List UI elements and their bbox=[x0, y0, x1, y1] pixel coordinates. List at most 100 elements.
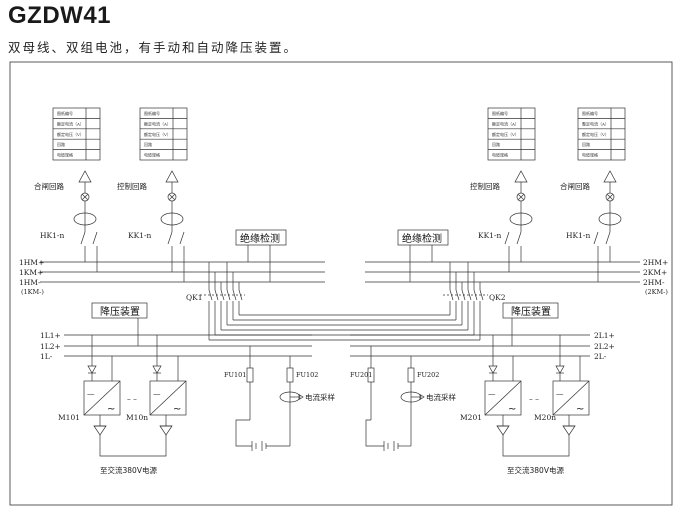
label-m201: M201 bbox=[460, 413, 482, 422]
panel-c-row-4: 回路 bbox=[492, 141, 500, 147]
label-fu102: FU102 bbox=[296, 371, 318, 379]
m101-tilde: ~ bbox=[107, 404, 115, 415]
insulation-label-right: 绝缘检测 bbox=[402, 232, 442, 245]
module-dash-right: – – bbox=[529, 394, 539, 403]
bus-l-right bbox=[350, 334, 590, 357]
feeder-branch-3 bbox=[504, 170, 533, 272]
qk2-switch-group bbox=[443, 262, 488, 340]
bus-label-2hm-minus: 2HM- bbox=[643, 278, 665, 287]
label-qk1: QK1 bbox=[186, 293, 203, 302]
panel-b-row-1: 图纸编号 bbox=[144, 110, 160, 116]
panel-b-row-3: 额定电压（V） bbox=[144, 131, 171, 137]
label-m101: M101 bbox=[58, 413, 80, 422]
panel-c-row-5: 电缆规格 bbox=[492, 152, 508, 158]
panel-table-c bbox=[487, 107, 536, 161]
panel-c-row-2: 额定电流（A） bbox=[492, 120, 519, 126]
ac-bracket-left bbox=[99, 448, 167, 457]
wiring bbox=[40, 107, 640, 457]
page-subtitle: 双母线、双组电池，有手动和自动降压装置。 bbox=[8, 40, 299, 55]
label-current-sampling-left: 电流采样 bbox=[305, 392, 335, 402]
m201-minus: — bbox=[488, 389, 496, 398]
panel-b-row-2: 额定电流（A） bbox=[144, 120, 171, 126]
feeder-branch-4 bbox=[593, 170, 622, 282]
panel-a-row-4: 回路 bbox=[57, 141, 65, 147]
page-title: GZDW41 bbox=[8, 2, 112, 29]
feeder-branch-1 bbox=[73, 170, 98, 272]
panel-a-row-5: 电缆规格 bbox=[57, 152, 73, 158]
insulation-box-right bbox=[397, 229, 449, 246]
panel-d-row-3: 额定电压（V） bbox=[582, 131, 609, 137]
reducer-label-left: 降压装置 bbox=[100, 305, 140, 318]
bus-label-1km-plus: 1KM+ bbox=[19, 268, 43, 277]
bus-label-2l2: 2L2+ bbox=[594, 342, 615, 351]
panel-a-row-3: 额定电压（V） bbox=[57, 131, 84, 137]
battery-loop-left bbox=[235, 346, 304, 451]
panel-c-row-3: 额定电压（V） bbox=[492, 131, 519, 137]
panel-d-row-4: 回路 bbox=[582, 141, 590, 147]
m10n-minus: — bbox=[153, 389, 161, 398]
m10n-tilde: ~ bbox=[173, 404, 181, 415]
m20n-minus: — bbox=[556, 389, 564, 398]
bus-label-2km-plus: 2KM+ bbox=[643, 268, 667, 277]
label-m20n: M20n bbox=[534, 413, 556, 422]
label-left-control-circuit: 控制回路 bbox=[117, 181, 147, 191]
label-ac-source-right: 至交流380V电源 bbox=[507, 465, 564, 475]
label-kk1-left: KK1-n bbox=[128, 231, 152, 240]
reducer-label-right: 降压装置 bbox=[511, 305, 551, 318]
m20n-tilde: ~ bbox=[576, 404, 584, 415]
panel-table-b bbox=[139, 107, 188, 161]
label-right-close-circuit: 合闸回路 bbox=[560, 181, 590, 191]
panel-c-row-1: 图纸编号 bbox=[492, 110, 508, 116]
bus-top-left bbox=[40, 261, 325, 283]
label-current-sampling-right: 电流采样 bbox=[426, 392, 456, 402]
feeder-branch-2 bbox=[160, 170, 185, 282]
panel-a-row-1: 图纸编号 bbox=[57, 110, 73, 116]
label-hk1-left: HK1-n bbox=[40, 231, 64, 240]
module-dash-left: – – bbox=[127, 394, 137, 403]
insulation-box-left bbox=[235, 229, 287, 246]
panel-d-row-1: 图纸编号 bbox=[582, 110, 598, 116]
label-fu201: FU201 bbox=[350, 371, 372, 379]
tie-wiring bbox=[209, 314, 480, 341]
bus-label-2hm-plus: 2HM+ bbox=[643, 258, 668, 267]
module-m201 bbox=[484, 335, 522, 448]
label-left-close-circuit: 合闸回路 bbox=[34, 181, 64, 191]
label-m10n: M10n bbox=[126, 413, 148, 422]
label-qk2: QK2 bbox=[489, 293, 506, 302]
label-right-control-circuit: 控制回路 bbox=[470, 181, 500, 191]
bus-label-1l-minus: 1L- bbox=[40, 352, 53, 361]
bus-label-1l1: 1L1+ bbox=[40, 331, 61, 340]
qk1-switch-group bbox=[200, 262, 245, 340]
label-fu101: FU101 bbox=[224, 371, 246, 379]
label-kk1-right: KK1-n bbox=[478, 231, 502, 240]
panel-b-row-4: 回路 bbox=[144, 141, 152, 147]
panel-d-row-2: 整定电流（A） bbox=[582, 120, 609, 126]
m101-minus: — bbox=[87, 389, 95, 398]
diagram-frame bbox=[9, 61, 673, 506]
module-m20n bbox=[552, 335, 590, 448]
bus-label-1l2: 1L2+ bbox=[40, 342, 61, 351]
label-fu202: FU202 bbox=[417, 371, 439, 379]
panel-table-d bbox=[577, 107, 626, 161]
bus-label-1km-minus: (1KM-) bbox=[21, 288, 44, 296]
ac-bracket-right bbox=[502, 448, 570, 457]
panel-table-a bbox=[52, 107, 101, 161]
panel-a-row-2: 额定电流（A） bbox=[57, 120, 84, 126]
module-m10n bbox=[149, 335, 187, 448]
m201-tilde: ~ bbox=[508, 404, 516, 415]
label-ac-source-left: 至交流380V电源 bbox=[100, 465, 157, 475]
bus-l-left bbox=[64, 334, 312, 357]
bus-label-1hm-minus: 1HM- bbox=[19, 278, 41, 287]
label-hk1-right: HK1-n bbox=[566, 231, 590, 240]
module-m101 bbox=[83, 335, 121, 448]
battery-loop-right bbox=[365, 346, 425, 451]
reducer-box-left bbox=[91, 302, 148, 319]
bus-label-2km-minus: (2KM-) bbox=[645, 288, 668, 296]
panel-d-row-5: 电缆规格 bbox=[582, 152, 598, 158]
bus-label-2l1: 2L1+ bbox=[594, 331, 615, 340]
bus-top-right bbox=[365, 261, 640, 283]
bus-label-1hm-plus: 1HM+ bbox=[19, 258, 44, 267]
panel-b-row-5: 电缆规格 bbox=[144, 152, 160, 158]
insulation-label-left: 绝缘检测 bbox=[240, 232, 280, 245]
